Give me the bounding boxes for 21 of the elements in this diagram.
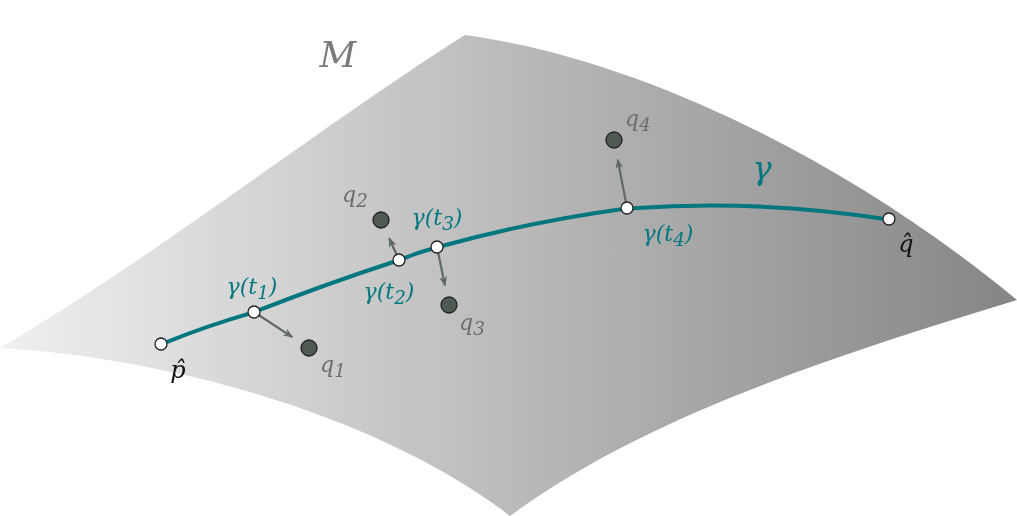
- arrow: [615, 158, 627, 203]
- surface-label: M: [319, 37, 357, 73]
- curve-segment: [632, 203, 884, 221]
- curve-point-label: γ(t$_{1}$): [226, 275, 278, 303]
- curve-segment: [165, 312, 249, 344]
- arrow: [437, 252, 448, 287]
- arrow: [258, 314, 294, 338]
- curve-point-label: γ(t$_{4}$): [642, 222, 694, 250]
- point-label: q$_{4}$: [625, 107, 651, 135]
- point-label: q$_{2}$: [342, 183, 368, 211]
- point-label: q$_{1}$: [320, 353, 346, 381]
- curve-point-label: γ(t$_{3}$): [411, 206, 463, 234]
- curve-point-label: γ(t$_{2}$): [363, 280, 415, 308]
- arrow: [388, 237, 398, 255]
- curve-point-label: p̂: [170, 358, 186, 382]
- curve-segment: [258, 260, 394, 312]
- curve-point-label: q̂: [898, 232, 914, 256]
- curve-label: γ: [752, 152, 772, 184]
- curve-segment: [442, 207, 622, 248]
- curve-segment: [403, 247, 432, 260]
- point-label: q$_{3}$: [459, 311, 485, 339]
